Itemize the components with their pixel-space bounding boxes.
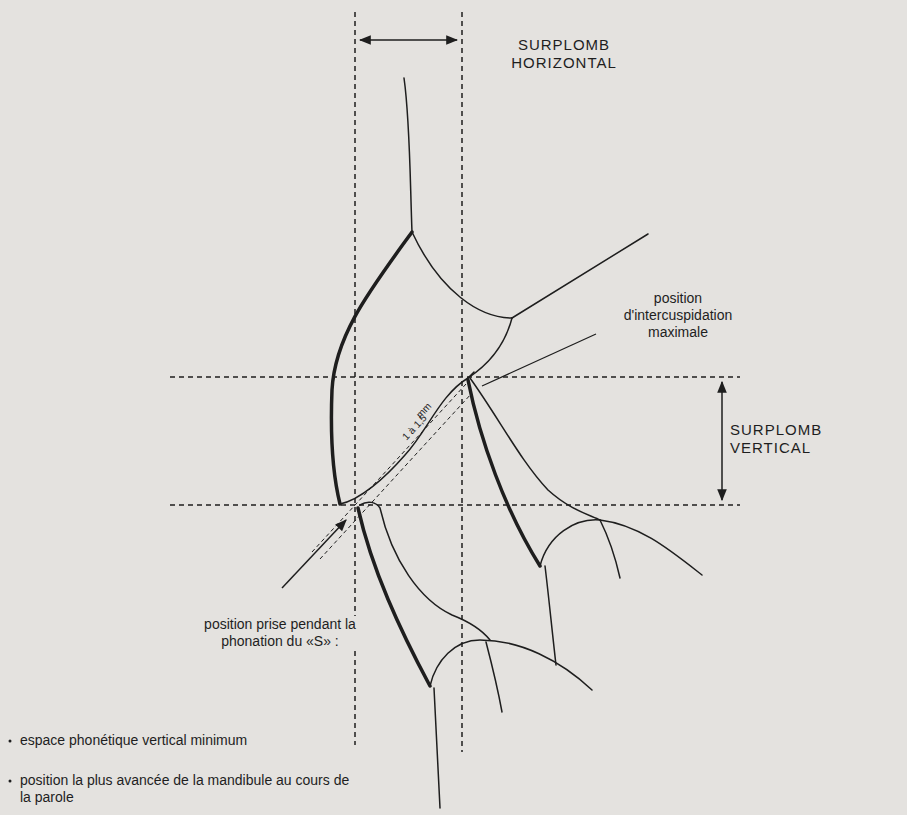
- vertical-overbite-arrow: [721, 382, 723, 500]
- horizontal-reference-line: [170, 504, 740, 506]
- bullet-note: position la plus avancée de la mandibule…: [18, 772, 352, 806]
- bullet-dot: [9, 780, 12, 783]
- lower-root-line: [434, 688, 440, 808]
- bullet-note: espace phonétique vertical minimum: [18, 732, 322, 749]
- lower-gum-contour: [540, 520, 702, 575]
- dimension-label: SURPLOMB VERTICAL: [728, 421, 852, 457]
- callout-note: position d'intercuspidation maximale: [600, 290, 756, 340]
- phonation-pointer: [282, 520, 346, 588]
- lower-incisor-intercuspidation: [468, 378, 702, 665]
- reference-lines: [170, 12, 740, 752]
- upper-cej-line: [412, 232, 512, 318]
- callout-note: position prise pendant la phonation du «…: [180, 616, 380, 650]
- upper-root-line: [404, 78, 412, 232]
- horizontal-reference-line: [170, 376, 740, 378]
- lower-gum-line: [600, 520, 620, 578]
- dimension-value: 1 à 1,5: [400, 412, 430, 443]
- lower-labial-surface: [358, 508, 430, 686]
- upper-lingual-neck: [468, 318, 512, 378]
- lower-gum-contour: [430, 640, 592, 690]
- upper-contact-mark: [468, 372, 474, 378]
- lower-root-line: [545, 566, 556, 665]
- horizontal-overjet-arrow: [360, 39, 457, 41]
- lower-lingual-surface: [470, 378, 600, 520]
- lower-gum-line: [486, 642, 502, 712]
- bullet-dot: [9, 740, 12, 743]
- dimension-label: SURPLOMB HORIZONTAL: [496, 36, 632, 72]
- lower-incisor-phonation: [358, 502, 592, 808]
- upper-labial-surface: [331, 232, 412, 504]
- lower-labial-surface: [468, 380, 540, 566]
- intercuspidation-leader: [482, 334, 596, 386]
- upper-lingual-crown: [340, 378, 468, 504]
- phonetic-space-line: [320, 393, 472, 559]
- bullets: [9, 740, 12, 783]
